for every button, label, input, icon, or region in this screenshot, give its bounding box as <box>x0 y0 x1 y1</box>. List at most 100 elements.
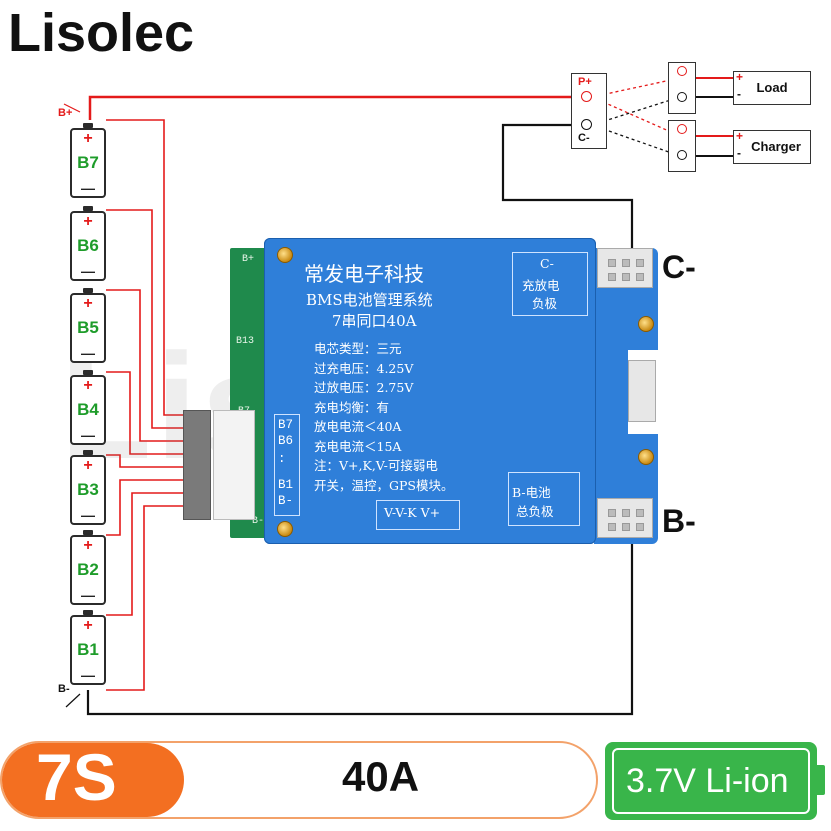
balance-wire-b7 <box>106 119 184 416</box>
battery-cell: + B1 — <box>70 610 106 685</box>
pack-minus-label: B- <box>58 683 70 695</box>
pcb-label-b13: B13 <box>236 336 255 347</box>
screw-right-upper <box>638 316 654 332</box>
cell-terminal-icon <box>83 530 93 535</box>
board-subtitle: BMS电池管理系统 <box>306 291 433 309</box>
cell-plus-sign: + <box>83 617 93 634</box>
b-minus-terminal[interactable] <box>597 498 653 538</box>
balance-wire-b6 <box>106 209 184 429</box>
charger-plus-sign: + <box>736 129 744 143</box>
pin-label: B7 <box>278 418 294 432</box>
cell-minus-sign: — <box>81 345 95 361</box>
battery-cell: + B2 — <box>70 530 106 605</box>
charger-minus-icon <box>677 150 687 160</box>
spec-line: 充电均衡：有 <box>314 399 390 415</box>
cell-plus-sign: + <box>83 537 93 554</box>
balance-connector-socket <box>213 410 255 520</box>
cell-minus-sign: — <box>81 427 95 443</box>
spec-line: 注：V+,K,V-可接弱电 <box>314 458 438 473</box>
p-plus-label: P+ <box>578 76 592 88</box>
c-minus-terminal[interactable] <box>597 248 653 288</box>
pcb-label-bminus: B- <box>252 516 265 527</box>
spec-line: 开关，温控，GPS模块。 <box>314 477 454 493</box>
board-title: 常发电子科技 <box>304 262 424 286</box>
load-minus-sign: - <box>737 87 741 101</box>
cell-label: B5 <box>77 318 99 337</box>
balance-connector-plug[interactable] <box>183 410 211 520</box>
spec-line: 电芯类型：三元 <box>314 341 402 356</box>
cell-label: B1 <box>77 640 99 659</box>
balance-wire-b3 <box>106 454 184 468</box>
b-minus-box <box>508 472 580 526</box>
board-model: 7串同口40A <box>332 312 417 330</box>
charger-connector <box>668 120 696 172</box>
pin-label: B6 <box>278 434 294 448</box>
cell-minus-sign: — <box>81 507 95 523</box>
pack-plus-label: B+ <box>58 107 73 119</box>
battery-cell: + B4 — <box>70 370 106 445</box>
cell-label: B2 <box>77 560 99 579</box>
cell-terminal-icon <box>83 288 93 293</box>
brand-logo: Lisolec <box>8 3 195 63</box>
chemistry-badge-frame <box>612 748 810 814</box>
c-minus-terminal-label: C- <box>662 249 696 285</box>
charger-minus-sign: - <box>737 146 741 160</box>
b-box-line-1: B-电池 <box>512 485 551 500</box>
battery-cell: + B6 — <box>70 206 106 281</box>
load-minus-icon <box>677 92 687 102</box>
c-minus-wire <box>501 123 634 250</box>
chemistry-badge <box>605 742 817 820</box>
battery-cell: +B3— <box>70 450 106 525</box>
load-connector <box>668 62 696 114</box>
cell-minus-sign: — <box>81 263 95 279</box>
battery-cell: + B5 — <box>70 288 106 363</box>
spec-line: 放电电流＜40A <box>314 419 402 434</box>
balance-wire-b5 <box>106 289 184 442</box>
chemistry-label: 3.7V Li-ion <box>626 762 789 800</box>
load-plus-sign: + <box>736 70 744 84</box>
screw-bottom-left <box>277 521 293 537</box>
cell-plus-sign: + <box>83 377 93 394</box>
spec-banner: 7S 40A <box>0 741 598 819</box>
battery-nub-icon <box>815 765 825 795</box>
charger-label: Charger <box>751 139 801 154</box>
c-minus-out-label: C- <box>578 132 590 144</box>
cell-terminal-icon <box>83 370 93 375</box>
cell-plus-sign: + <box>83 457 93 474</box>
screw-top-left <box>277 247 293 263</box>
load-label: Load <box>756 80 788 95</box>
pin-label-box <box>274 414 300 516</box>
c-box-line-3: 负极 <box>532 296 558 311</box>
cell-minus-sign: — <box>81 667 95 683</box>
b-minus-terminal-label: B- <box>662 503 696 539</box>
balance-wire-b4 <box>106 371 184 455</box>
charger-plus-icon <box>677 124 687 134</box>
signal-port[interactable] <box>628 360 656 422</box>
screw-right-lower <box>638 449 654 465</box>
spec-line: 过充电压：4.25V <box>314 360 414 376</box>
cell-terminal-icon <box>83 206 93 211</box>
spec-line: 过放电压：2.75V <box>314 380 414 395</box>
balance-wire-b1 <box>106 492 184 616</box>
cell-minus-sign: — <box>81 587 95 603</box>
cell-label: B4 <box>77 400 99 419</box>
cell-terminal-icon <box>83 610 93 615</box>
cell-plus-sign: + <box>83 213 93 230</box>
cell-label: B6 <box>77 236 99 255</box>
p-plus-terminal-icon <box>581 91 592 102</box>
cell-terminal-icon <box>83 450 93 455</box>
cell-plus-sign: + <box>83 295 93 312</box>
bms-board: 常发电子科技 BMS电池管理系统 7串同口40A 电芯类型：三元过充电压：4.2… <box>264 238 596 544</box>
c-minus-terminal-icon <box>581 119 592 130</box>
c-box-line-2: 充放电 <box>522 278 560 293</box>
c-box-line-1: C- <box>540 256 554 271</box>
charger-box: + - Charger <box>733 129 811 164</box>
b-plus-wire <box>88 95 587 120</box>
cell-plus-sign: + <box>83 130 93 147</box>
series-label: 7S <box>36 741 117 814</box>
spec-line: 充电电流＜15A <box>314 438 402 454</box>
series-badge: 7S <box>2 743 184 817</box>
pin-label: B1 <box>278 478 294 492</box>
b-box-line-2: 总负极 <box>516 504 554 519</box>
